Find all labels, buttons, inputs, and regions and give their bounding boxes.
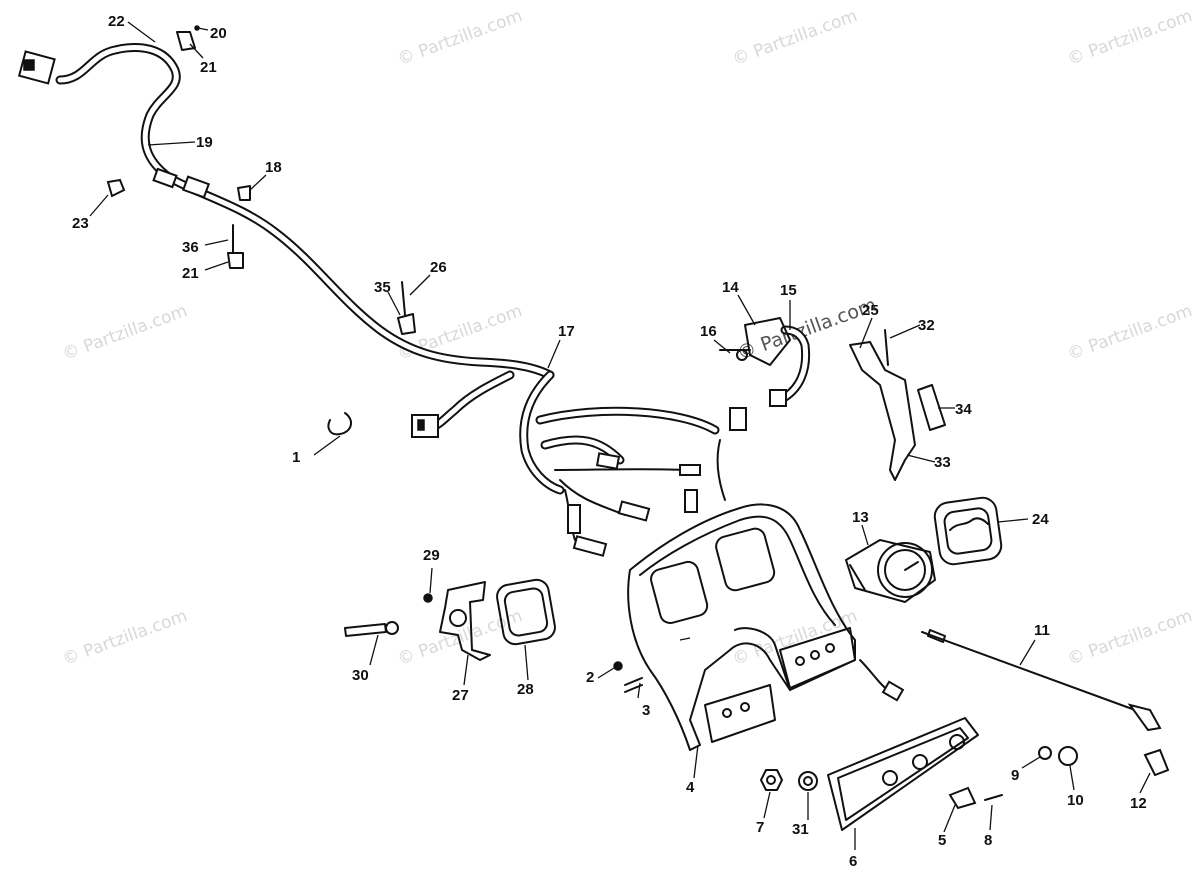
wiring-harness [17,25,811,557]
callout-labels: 1 2 3 4 5 6 7 8 9 10 11 12 13 14 15 16 1… [72,13,1147,870]
bezel-28 [496,578,556,646]
callout-16: 16 [700,323,717,340]
terminal [679,464,701,476]
watermark: © Partzilla.com [60,301,190,365]
callout-leaders [89,21,1151,850]
clip-21-top [176,31,196,51]
watermark: © Partzilla.com [60,606,190,670]
callout-2: 2 [586,669,594,686]
connector [411,414,439,438]
clip-18 [237,185,251,201]
gauge-opening-left [650,560,709,625]
callout-10: 10 [1067,792,1084,809]
terminal [567,504,581,534]
callout-29: 29 [423,547,440,564]
callout-13: 13 [852,509,869,526]
callout-5: 5 [938,832,946,849]
watermark: © Partzilla.com [730,606,860,670]
watermark: © Partzilla.com [1065,606,1195,670]
gauge-bezel-24 [933,496,1003,566]
callout-6: 6 [849,853,857,870]
terminal [684,489,698,513]
relay-bracket-14 [719,317,791,366]
callout-28: 28 [517,681,534,698]
mount-bracket-33 [849,329,946,481]
callout-8: 8 [984,832,992,849]
callout-33: 33 [934,454,951,471]
watermark: © Partzilla.com [395,6,525,70]
callout-9: 9 [1011,767,1019,784]
callout-11: 11 [1034,622,1050,639]
watermark: © Partzilla.com [1065,6,1195,70]
callout-30: 30 [352,667,369,684]
callout-12: 12 [1130,795,1147,812]
connector [152,167,178,189]
cable-11 [921,629,1162,732]
callout-21-lower: 21 [182,265,199,282]
clip-35 [397,313,416,335]
callout-34: 34 [955,401,972,418]
terminal [617,500,651,522]
snap-ring-1 [327,412,352,436]
callout-3: 3 [642,702,650,719]
bracket-27 [423,581,491,661]
callout-18: 18 [265,159,282,176]
terminal [595,452,621,470]
callout-26: 26 [430,259,447,276]
callout-20: 20 [210,25,227,42]
callout-21-top: 21 [200,59,217,76]
callout-36: 36 [182,239,199,256]
callout-19: 19 [196,134,213,151]
callout-14: 14 [722,279,739,296]
callout-25: 25 [862,302,879,319]
callout-23: 23 [72,215,89,232]
terminal [572,535,608,557]
callout-1: 1 [292,449,300,466]
tachometer-gauge [845,539,936,603]
connector [181,175,211,199]
callout-27: 27 [452,687,469,704]
instrument-console [627,503,905,751]
callout-35: 35 [374,279,391,296]
callout-24: 24 [1032,511,1049,528]
watermark-layer: © Partzilla.com © Partzilla.com © Partzi… [60,6,1195,670]
small-parts [613,661,1170,810]
watermark: © Partzilla.com [730,6,860,70]
callout-17: 17 [558,323,575,340]
switch-panel-6 [827,717,979,831]
callout-22: 22 [108,13,125,30]
grommet-23 [106,178,126,198]
connector [769,389,787,407]
callout-4: 4 [686,779,695,796]
clip-21-lower [227,252,244,269]
gauge-opening-right [715,527,776,592]
callout-15: 15 [780,282,797,299]
watermark: © Partzilla.com [1065,301,1195,365]
cable-30 [344,621,399,637]
callout-32: 32 [918,317,935,334]
callout-31: 31 [792,821,809,838]
callout-7: 7 [756,819,764,836]
connector [729,407,747,431]
